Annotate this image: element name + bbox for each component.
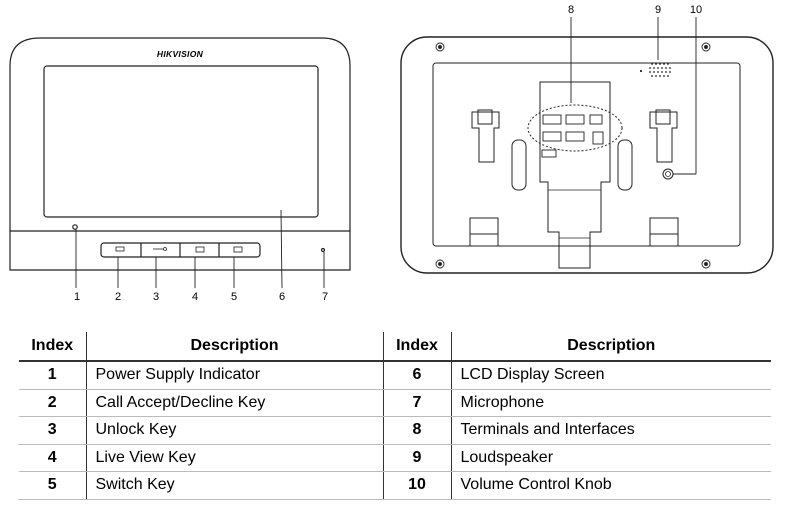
callout-2: 2 [115, 291, 121, 303]
row-description: Call Accept/Decline Key [85, 389, 383, 417]
table-row: 3 Unlock Key 8 Terminals and Interfaces [19, 416, 771, 445]
callout-8: 8 [568, 4, 574, 16]
row-index: 9 [382, 444, 451, 472]
callout-1: 1 [74, 291, 80, 303]
rear-housing [400, 36, 774, 274]
row-description: Terminals and Interfaces [450, 416, 771, 445]
rear-inner-panel [432, 62, 741, 247]
row-index: 1 [19, 361, 86, 390]
row-index: 10 [382, 471, 451, 500]
table-row: 1 Power Supply Indicator 6 LCD Display S… [19, 361, 771, 390]
call-icon [115, 246, 125, 252]
row-description: Loudspeaker [450, 444, 771, 472]
rear-view [400, 36, 774, 274]
row-index: 5 [19, 471, 86, 500]
row-index: 7 [382, 389, 451, 417]
table-header-row: Index Description Index Description [19, 332, 771, 362]
callout-10: 10 [690, 4, 702, 16]
callout-6: 6 [279, 291, 285, 303]
callout-3: 3 [153, 291, 159, 303]
lcd-screen [43, 65, 319, 218]
power-indicator [72, 224, 78, 230]
row-index: 8 [382, 416, 451, 445]
callout-7: 7 [322, 291, 328, 303]
switch-icon [233, 246, 243, 253]
callout-4: 4 [192, 291, 198, 303]
volume-knob [662, 168, 674, 180]
front-leader-lines [75, 209, 325, 289]
mounting-hooks [469, 109, 679, 247]
corner-screws [435, 42, 711, 269]
microphone-hole [320, 247, 326, 253]
device-diagram: HIKVISION 1 2 3 4 5 6 7 [9, 4, 774, 303]
terminal-block [541, 114, 604, 158]
row-description: Microphone [450, 389, 771, 417]
row-description: Switch Key [85, 471, 383, 500]
row-index: 6 [382, 361, 451, 390]
terminals-outline [527, 104, 623, 152]
front-view [9, 37, 351, 271]
lock-icon [153, 247, 167, 251]
row-index: 2 [19, 389, 86, 417]
row-index: 3 [19, 416, 86, 445]
legend-table: Index Description Index Description 1 Po… [19, 332, 771, 500]
callout-9: 9 [655, 4, 661, 16]
front-callouts: 1 2 3 4 5 6 7 [74, 291, 328, 303]
loudspeaker-grille [639, 63, 671, 77]
callout-5: 5 [231, 291, 237, 303]
table-row: 2 Call Accept/Decline Key 7 Microphone [19, 389, 771, 417]
rear-callouts: 8 9 10 [568, 4, 702, 16]
camera-icon [195, 246, 205, 253]
header-description-left: Description [85, 332, 383, 362]
header-index-right: Index [382, 332, 451, 362]
row-description: LCD Display Screen [450, 361, 771, 390]
table-row: 4 Live View Key 9 Loudspeaker [19, 444, 771, 472]
row-description: Volume Control Knob [450, 471, 771, 500]
cable-channel [539, 81, 611, 269]
brand-logo: HIKVISION [157, 49, 204, 59]
rear-leader-lines [570, 17, 697, 175]
right-slot [617, 139, 633, 191]
row-index: 4 [19, 444, 86, 472]
front-housing [9, 37, 351, 271]
row-description: Power Supply Indicator [85, 361, 383, 390]
header-index-left: Index [19, 332, 86, 362]
row-description: Unlock Key [85, 416, 383, 445]
row-description: Live View Key [85, 444, 383, 472]
header-description-right: Description [450, 332, 771, 362]
left-slot [511, 139, 527, 191]
table-row: 5 Switch Key 10 Volume Control Knob [19, 471, 771, 500]
